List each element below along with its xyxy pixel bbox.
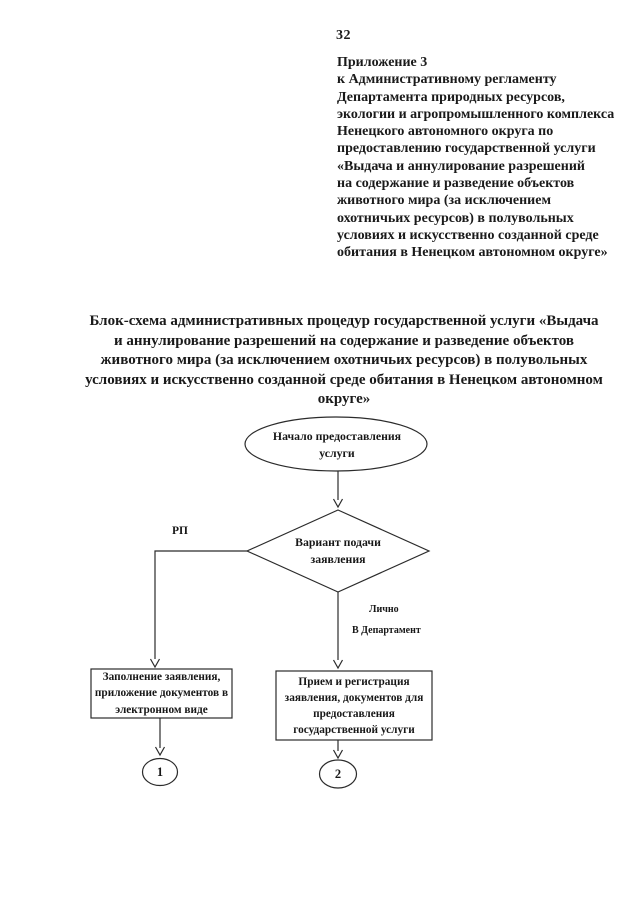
title-line: Блок-схема административных процедур гос… — [89, 313, 599, 329]
left-box-line: электронном виде — [115, 703, 208, 716]
decision-line: Вариант подачи — [295, 535, 381, 549]
start-oval-line: Начало предоставления — [272, 429, 402, 443]
appendix-line: «Выдача и аннулирование разрешений — [337, 158, 585, 174]
right-box-line: заявления, документов для — [284, 691, 424, 704]
connector-1-circle — [141, 757, 179, 787]
appendix-header: Приложение 3 к Административному регламе… — [337, 54, 614, 262]
left-branch-line — [154, 550, 247, 659]
appendix-line: условиях и искусственно созданной среде — [337, 227, 599, 243]
connector-2-circle — [318, 759, 358, 789]
appendix-line: Ненецкого автономного округа по — [337, 124, 554, 140]
decision-line: заявления — [310, 552, 366, 566]
left-branch-arrowhead — [149, 658, 161, 669]
appendix-line: экологии и агропромышленного комплекса — [337, 106, 615, 122]
title-line: животного мира (за исключением охотничьи… — [100, 352, 588, 369]
right-box-line: Прием и регистрация — [298, 675, 410, 688]
flowchart-title: Блок-схема административных процедур гос… — [64, 312, 624, 410]
left-process-box-shape — [90, 668, 233, 719]
start-oval-line: услуги — [319, 446, 355, 460]
appendix-line: охотничьих ресурсов) в полувольных — [337, 210, 574, 226]
appendix-line: к Административному регламенту — [337, 72, 557, 88]
right-process-box-shape — [275, 670, 433, 741]
appendix-line: Приложение 3 — [337, 55, 428, 70]
appendix-line: животного мира (за исключением — [337, 193, 551, 209]
page-number: 32 — [336, 28, 351, 43]
appendix-line: обитания в Ненецком автономном округе» — [337, 245, 608, 261]
start-oval-label: Начало предоставления услуги — [250, 421, 424, 469]
decision-label: Вариант подачи заявления — [263, 528, 413, 574]
appendix-line: предоставлению государственной услуги — [337, 141, 596, 157]
connector-1-number: 1 — [156, 765, 164, 779]
right-branch-label-lichno: Лично — [369, 604, 399, 615]
start-to-decision-arrowhead — [332, 498, 344, 509]
title-line: и аннулирование разрешений на содержание… — [113, 332, 575, 349]
right-process-box-label: Прием и регистрация заявления, документо… — [276, 671, 432, 740]
right-box-to-connector-arrowhead — [332, 749, 344, 760]
right-box-line: предоставления — [313, 707, 395, 720]
left-branch-label: РП — [172, 525, 188, 537]
start-oval-shape — [244, 416, 428, 472]
title-line: округе» — [317, 391, 371, 408]
connector-2-number: 2 — [334, 767, 342, 781]
right-box-line: государственной услуги — [293, 723, 415, 736]
title-line: условиях и искусственно созданной среде … — [85, 371, 603, 388]
left-box-line: приложение документов в — [94, 687, 229, 700]
right-branch-label-department: В Департамент — [352, 625, 421, 636]
appendix-line: на содержание и разведение объектов — [337, 176, 575, 192]
right-branch-arrowhead — [332, 659, 344, 670]
left-process-box-label: Заполнение заявления, приложение докумен… — [91, 669, 232, 718]
left-box-line: Заполнение заявления, — [102, 670, 221, 683]
left-box-to-connector-arrowhead — [154, 746, 166, 757]
appendix-line: Департамента природных ресурсов, — [337, 89, 565, 105]
